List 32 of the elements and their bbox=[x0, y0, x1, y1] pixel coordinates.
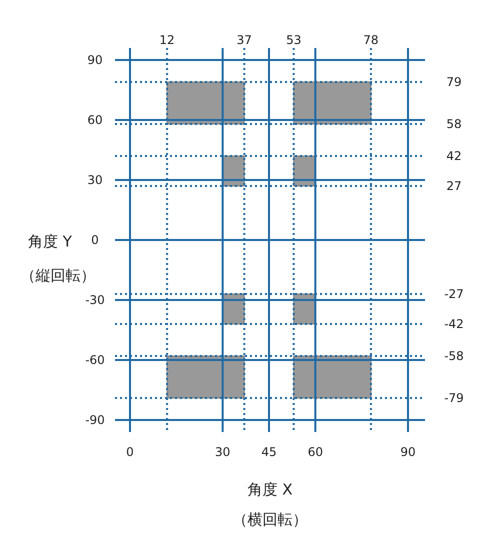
axis-label: 角度 Y bbox=[28, 234, 72, 250]
shaded-region bbox=[166, 82, 245, 124]
shaded-region bbox=[166, 356, 245, 398]
tick-label: -58 bbox=[444, 350, 464, 362]
tick-label: 53 bbox=[286, 34, 302, 46]
tick-label: 90 bbox=[87, 54, 103, 66]
tick-label: 30 bbox=[87, 174, 103, 186]
tick-label: 90 bbox=[400, 446, 416, 458]
tick-label: 42 bbox=[446, 150, 462, 162]
tick-label: 12 bbox=[159, 34, 175, 46]
tick-label: 60 bbox=[308, 446, 323, 458]
tick-label: 60 bbox=[87, 114, 103, 126]
tick-label: 30 bbox=[215, 446, 230, 458]
tick-label: -27 bbox=[444, 288, 464, 300]
axis-label: 角度 X bbox=[247, 482, 293, 498]
tick-label: -42 bbox=[444, 318, 464, 330]
tick-label: 78 bbox=[363, 34, 379, 46]
tick-label: 37 bbox=[236, 34, 252, 46]
tick-label: 79 bbox=[446, 76, 462, 88]
tick-label: -79 bbox=[444, 392, 464, 404]
tick-label: 0 bbox=[91, 234, 99, 246]
axis-label: （縦回転） bbox=[20, 268, 96, 284]
tick-label: -30 bbox=[85, 294, 105, 306]
tick-label: -60 bbox=[85, 354, 105, 366]
shaded-region bbox=[293, 356, 372, 398]
tick-label: 45 bbox=[261, 446, 277, 458]
shaded-region bbox=[293, 82, 372, 124]
tick-label: 0 bbox=[126, 446, 134, 458]
tick-label: 58 bbox=[446, 118, 462, 130]
axis-label: （横回転） bbox=[232, 512, 308, 528]
tick-label: 27 bbox=[446, 180, 462, 192]
tick-label: -90 bbox=[85, 414, 105, 426]
